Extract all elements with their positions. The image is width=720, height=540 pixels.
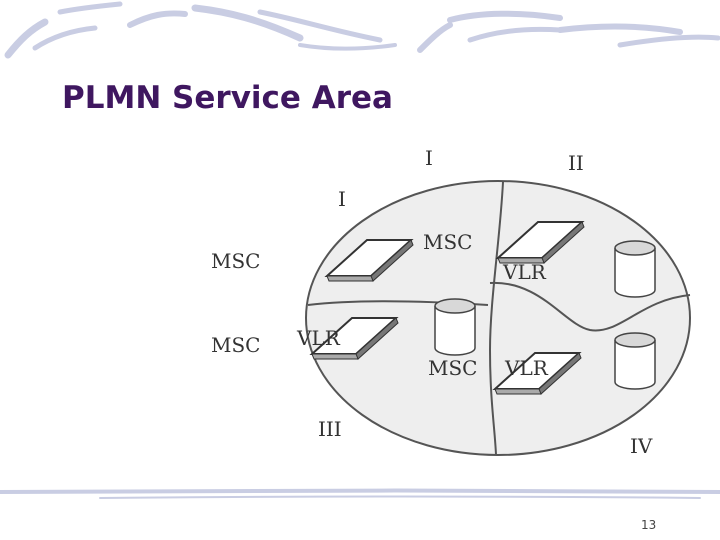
vlr-label-bottom-right: VLR	[505, 356, 548, 380]
footer-stroke	[0, 491, 720, 493]
footer-stroke	[100, 497, 700, 499]
banner-stroke	[8, 22, 45, 55]
vlr-database-icon	[615, 333, 655, 389]
banner-stroke	[560, 26, 680, 32]
msc-label-bottom-center: MSC	[428, 356, 477, 380]
vlr-database-icon	[435, 299, 475, 355]
area-label-iii: III	[318, 417, 342, 441]
area-label-iv: IV	[630, 434, 652, 458]
banner-stroke	[60, 4, 120, 12]
page-number: 13	[641, 518, 656, 532]
msc-label-left-2: MSC	[211, 333, 260, 357]
msc-label-top-center: MSC	[423, 230, 472, 254]
area-label-i-top: I	[425, 146, 433, 170]
vlr-database-icon	[615, 241, 655, 297]
banner-stroke	[130, 13, 185, 25]
vlr-label-left-inner: VLR	[297, 326, 340, 350]
banner-stroke	[420, 25, 450, 50]
banner-stroke	[195, 8, 300, 38]
banner-stroke	[470, 29, 560, 40]
vlr-label-top-right: VLR	[503, 260, 546, 284]
banner-stroke	[300, 45, 395, 49]
banner-stroke	[620, 37, 718, 45]
msc-label-left-1: MSC	[211, 249, 260, 273]
banner-stroke	[35, 28, 95, 48]
area-label-i-inner: I	[338, 187, 346, 211]
banner-stroke	[450, 14, 560, 20]
slide-title: PLMN Service Area	[62, 80, 393, 116]
area-label-ii: II	[568, 151, 584, 175]
